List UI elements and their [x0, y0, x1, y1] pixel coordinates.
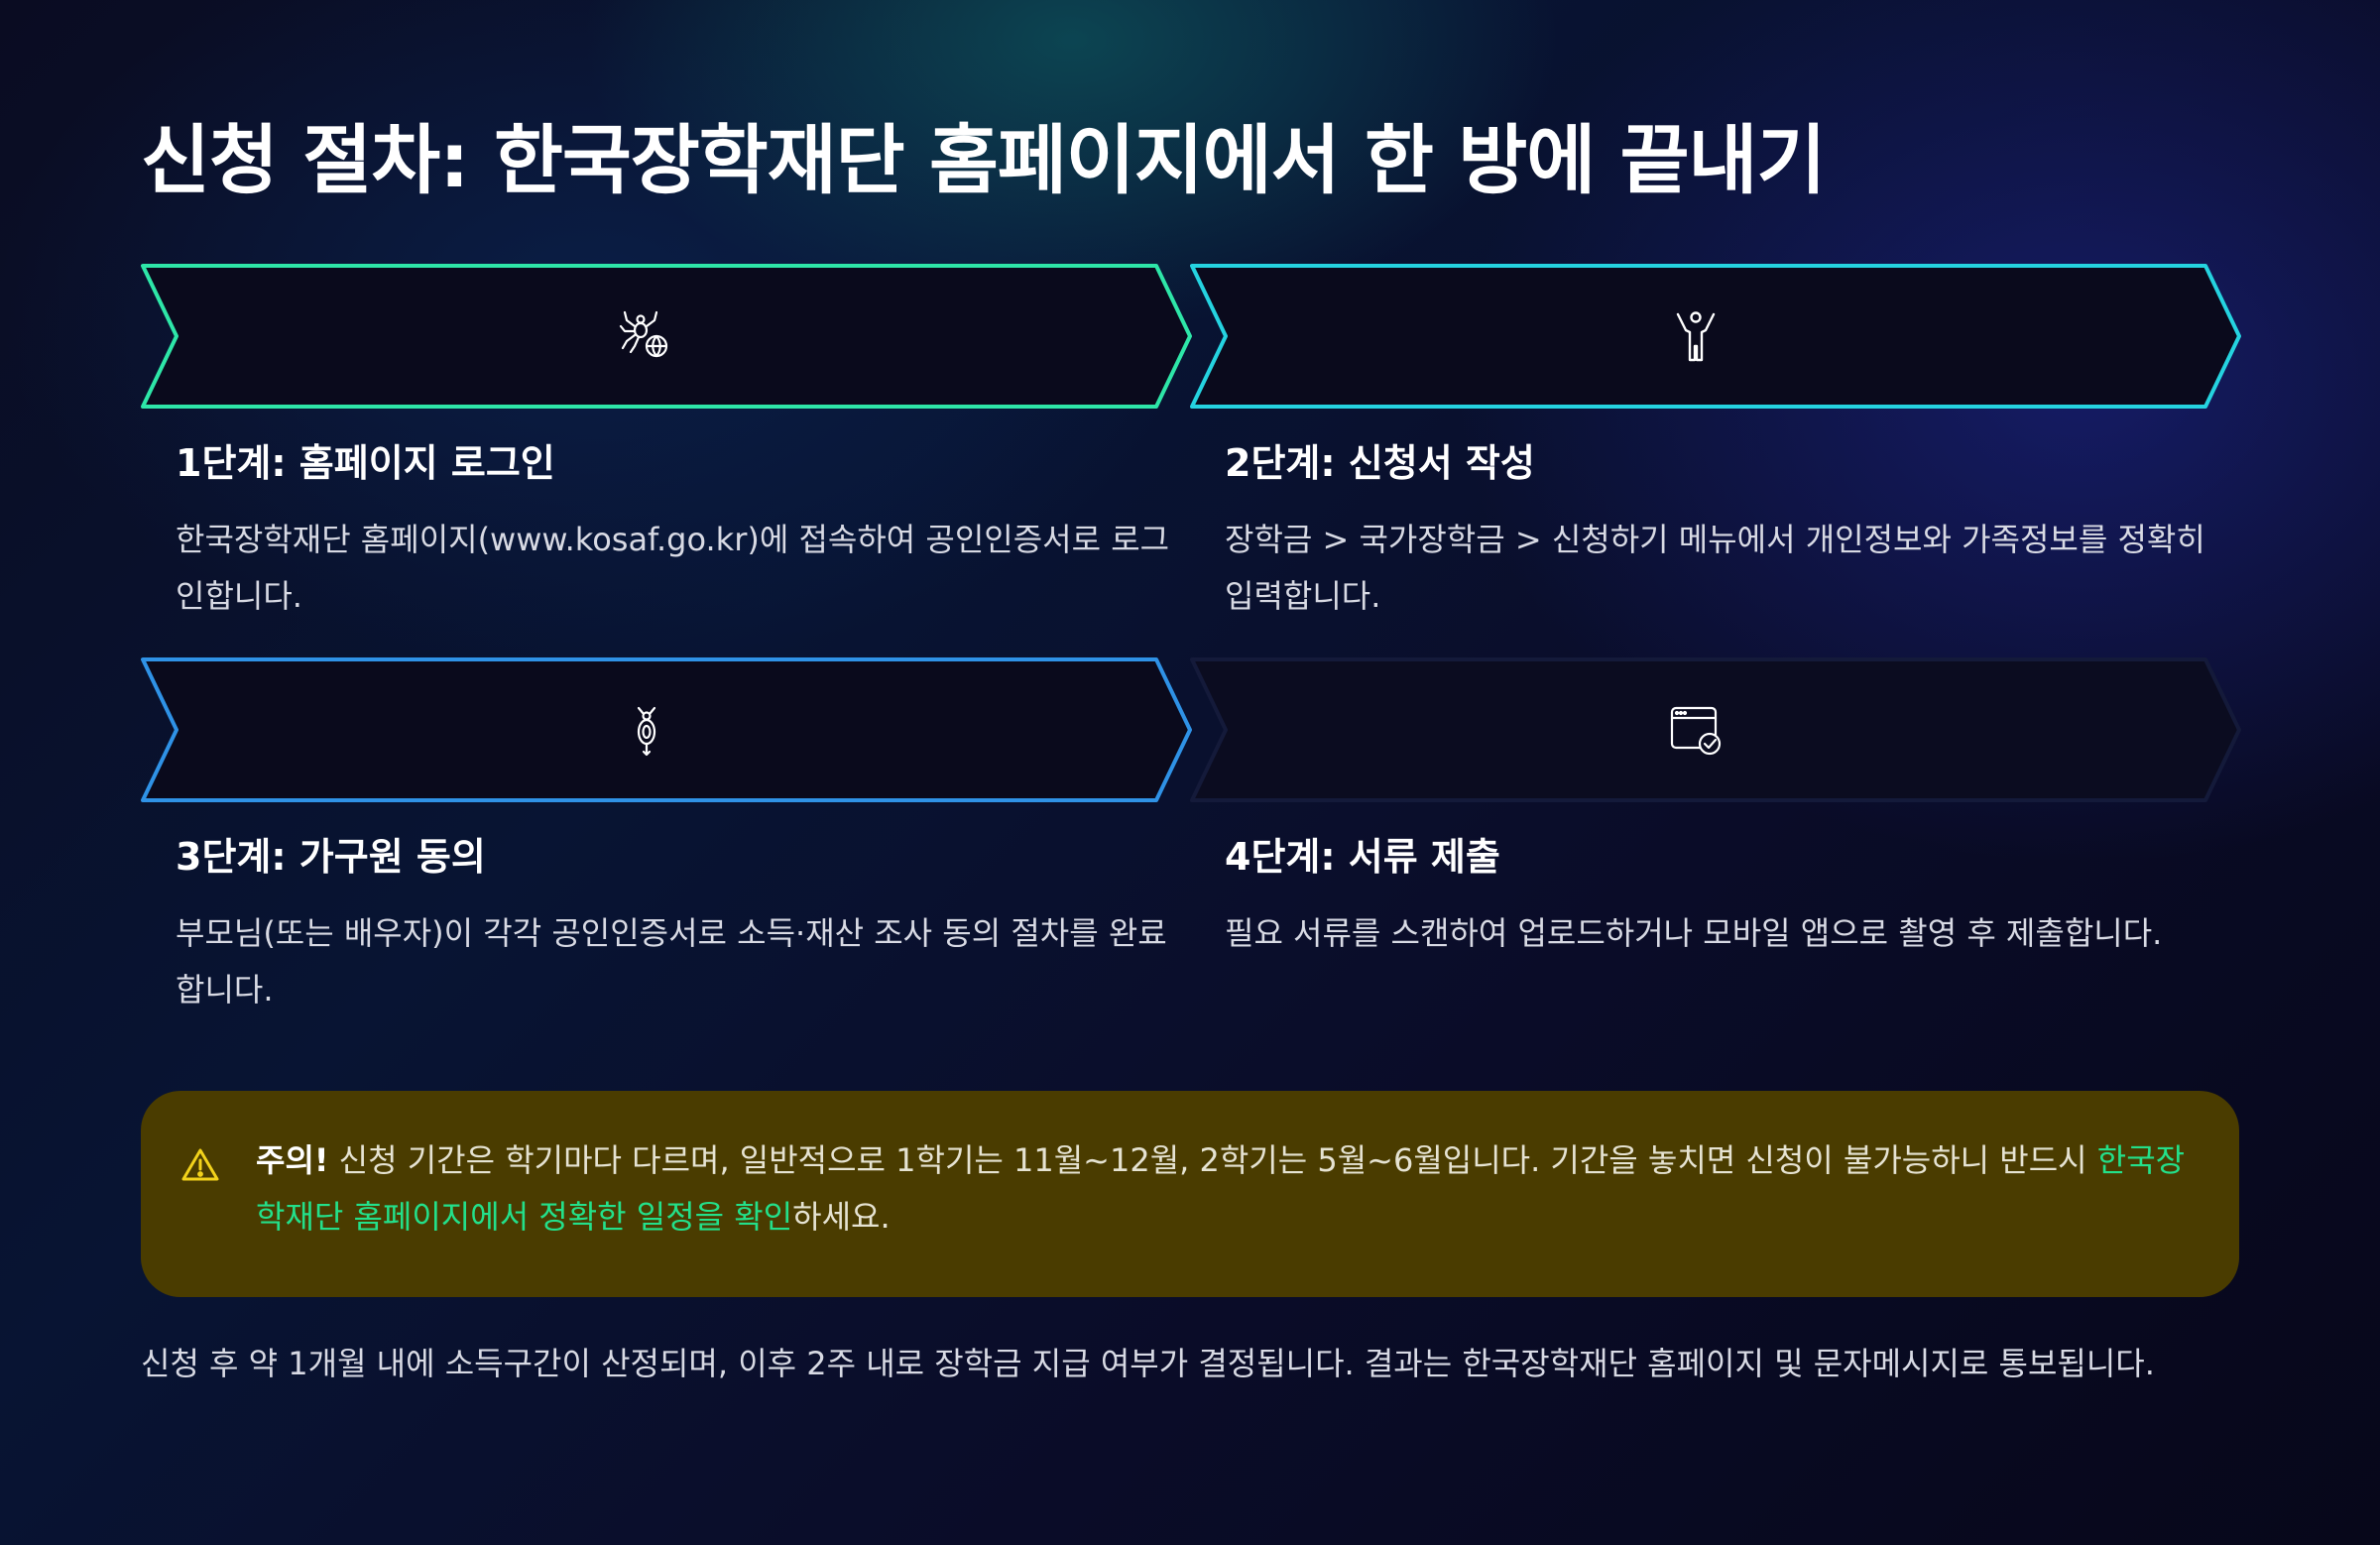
- step-card-4: 4단계: 서류 제출 필요 서류를 스캔하여 업로드하거나 모바일 앱으로 촬영…: [1190, 657, 2241, 1024]
- person-raising-arms-icon: [1676, 311, 1716, 362]
- step-card-2: 2단계: 신청서 작성 장학금 > 국가장학금 > 신청하기 메뉴에서 개인정보…: [1190, 264, 2241, 631]
- step-description: 한국장학재단 홈페이지(www.kosaf.go.kr)에 접속하여 공인인증서…: [176, 521, 1170, 615]
- notice-highlight-link[interactable]: 한국장학재단 홈페이지에서 정확한 일정을 확인: [256, 1141, 2186, 1236]
- step-title: 1단계: 홈페이지 로그인: [176, 441, 555, 485]
- step-card-1: 1단계: 홈페이지 로그인 한국장학재단 홈페이지(www.kosaf.go.k…: [141, 264, 1192, 631]
- step-description: 필요 서류를 스캔하여 업로드하거나 모바일 앱으로 촬영 후 제출합니다.: [1225, 914, 2163, 952]
- browser-check-icon: [1670, 706, 1722, 756]
- notice-label: 주의!: [256, 1141, 329, 1179]
- step-card-3: 3단계: 가구원 동의 부모님(또는 배우자)이 각각 공인인증서로 소득·재산…: [141, 657, 1192, 1024]
- step-title: 3단계: 가구원 동의: [176, 835, 486, 879]
- page-title: 신청 절차: 한국장학재단 홈페이지에서 한 방에 끝내기: [141, 116, 1826, 204]
- step-arrow-shape: [141, 264, 1192, 409]
- bug-icon: [637, 706, 656, 757]
- step-arrow-shape: [1190, 264, 2241, 409]
- footer-text: 신청 후 약 1개월 내에 소득구간이 산정되며, 이후 2주 내로 장학금 지…: [141, 1345, 2155, 1382]
- step-description: 부모님(또는 배우자)이 각각 공인인증서로 소득·재산 조사 동의 절차를 완…: [176, 914, 1167, 1009]
- step-title: 2단계: 신청서 작성: [1225, 441, 1535, 485]
- notice-body: 신청 기간은 학기마다 다르며, 일반적으로 1학기는 11월~12월, 2학기…: [328, 1141, 2097, 1179]
- notice-suffix: 하세요.: [792, 1198, 891, 1236]
- notice-text: 주의! 신청 기간은 학기마다 다르며, 일반적으로 1학기는 11월~12월,…: [256, 1132, 2200, 1246]
- step-title: 4단계: 서류 제출: [1225, 835, 1500, 879]
- step-arrow-shape: [141, 657, 1192, 802]
- warning-icon: [181, 1148, 219, 1181]
- warning-notice: 주의! 신청 기간은 학기마다 다르며, 일반적으로 1학기는 11월~12월,…: [141, 1091, 2239, 1297]
- spider-globe-icon: [619, 310, 668, 358]
- step-description: 장학금 > 국가장학금 > 신청하기 메뉴에서 개인정보와 가족정보를 정확히 …: [1225, 521, 2205, 615]
